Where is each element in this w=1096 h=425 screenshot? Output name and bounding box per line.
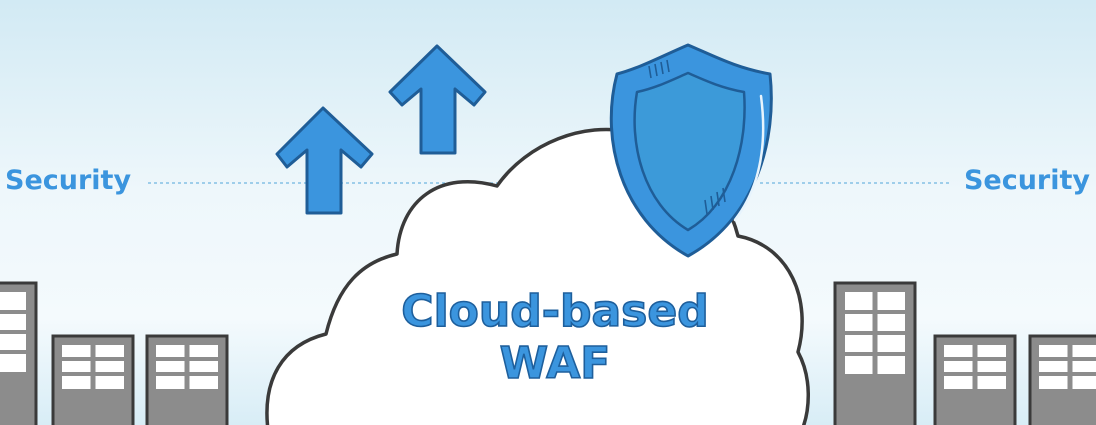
shield-icon	[609, 43, 773, 258]
server-building-icon	[51, 334, 135, 425]
server-building-icon	[0, 281, 38, 425]
server-building-icon	[1028, 334, 1096, 425]
server-building-icon	[833, 281, 917, 425]
title-line-2: WAF	[499, 337, 611, 390]
security-label-left: Security	[5, 165, 132, 196]
security-label-right: Security	[963, 165, 1090, 196]
up-arrow-icon	[275, 106, 374, 215]
server-building-icon	[145, 334, 229, 425]
server-building-icon	[933, 334, 1017, 425]
title-line-1: Cloud-based	[400, 285, 709, 338]
cloud-waf-title: Cloud-based WAF	[380, 285, 730, 390]
up-arrow-icon	[388, 44, 487, 155]
